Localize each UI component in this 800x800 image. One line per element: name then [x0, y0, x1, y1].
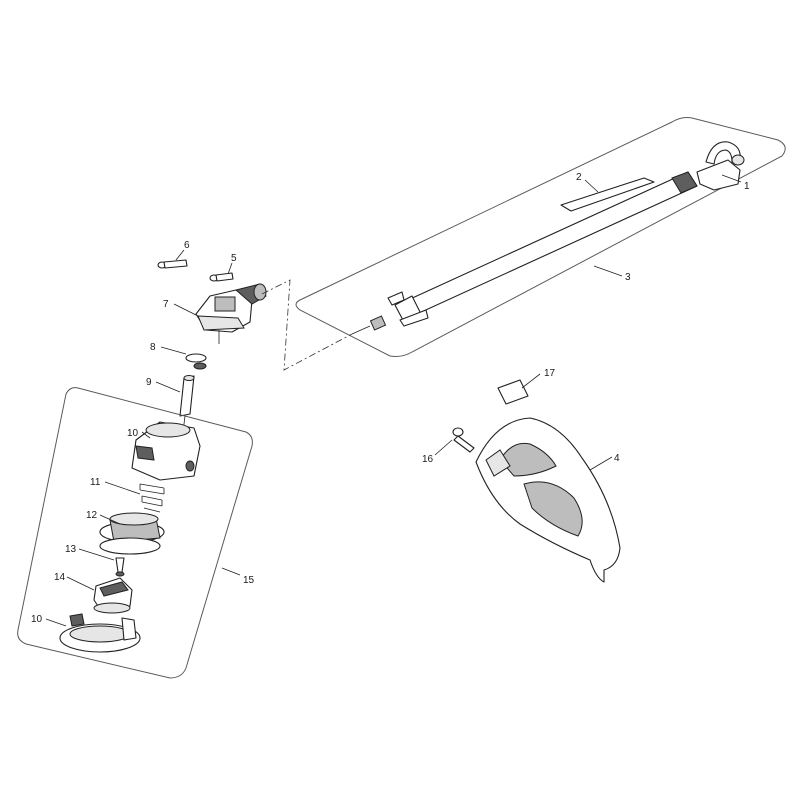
callout-10-top: 10 [127, 428, 139, 439]
bolt-16 [452, 427, 475, 453]
handle-grip-1 [696, 141, 745, 191]
callout-15: 15 [243, 575, 255, 586]
callout-16: 16 [422, 454, 434, 465]
decal-17 [497, 379, 529, 405]
shaft-assembly-panel [295, 117, 786, 357]
callout-5: 5 [231, 253, 237, 264]
trimmer-head-panel [17, 387, 253, 679]
spool-12 [99, 512, 165, 555]
leader-lines [45, 174, 742, 627]
decal-2 [560, 177, 655, 212]
head-cover-10-bottom [59, 613, 141, 653]
head-cover-10-top [131, 421, 201, 481]
drive-shaft-tube [351, 171, 698, 335]
guard-4 [475, 417, 621, 583]
assembly-centerline [261, 279, 353, 371]
callout-6: 6 [184, 240, 190, 251]
callout-4: 4 [614, 453, 620, 464]
callout-7: 7 [163, 299, 169, 310]
callout-1: 1 [744, 181, 750, 192]
callout-11: 11 [90, 477, 101, 488]
bolt-5 [209, 272, 234, 282]
callout-13: 13 [65, 544, 77, 555]
callout-14: 14 [54, 572, 66, 583]
callout-12: 12 [86, 510, 98, 521]
eyelet-13 [115, 557, 125, 577]
bump-knob-14 [93, 577, 133, 614]
callout-3: 3 [625, 272, 631, 283]
gear-head-7 [195, 283, 267, 344]
callout-17: 17 [544, 368, 556, 379]
bolt-6 [157, 259, 188, 269]
adapter-shaft-9 [179, 375, 195, 433]
callout-8: 8 [150, 342, 156, 353]
callout-2: 2 [576, 172, 582, 183]
callout-10-bottom: 10 [31, 614, 43, 625]
spring-11 [139, 483, 165, 513]
callout-9: 9 [146, 377, 152, 388]
washer-8 [185, 353, 207, 370]
